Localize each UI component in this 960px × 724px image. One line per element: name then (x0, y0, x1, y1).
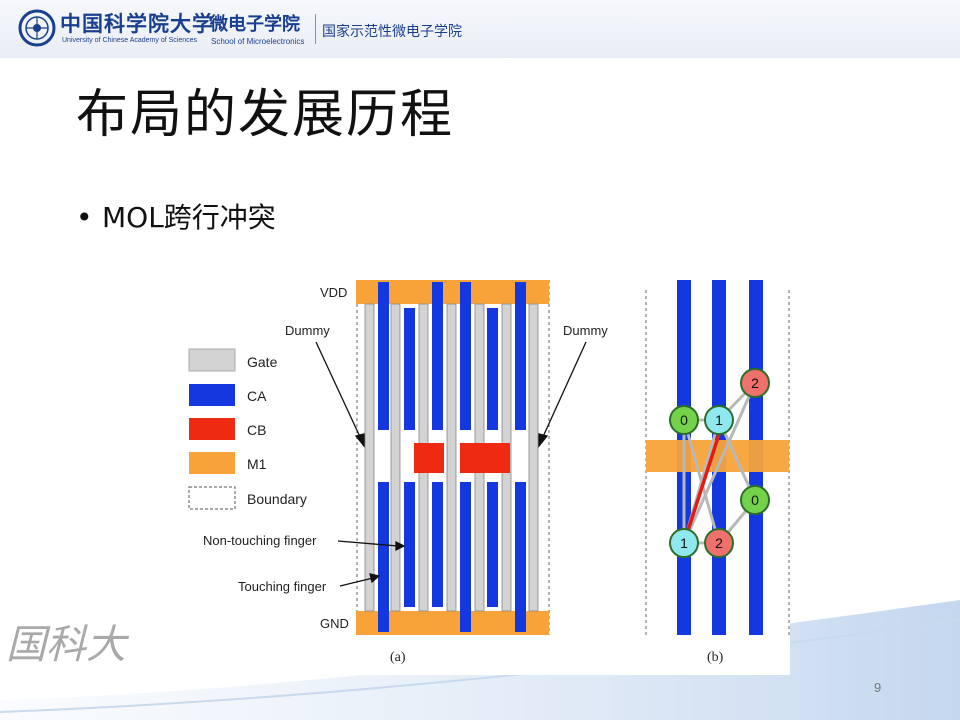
header-banner: 中国科学院大学 University of Chinese Academy of… (0, 0, 960, 58)
cb-contact (414, 443, 444, 473)
watermark-logo: 国科大 (6, 622, 130, 668)
school-name-cn: 微电子学院 (210, 14, 300, 35)
bullet-item: • MOL跨行冲突 (76, 196, 276, 236)
ca-finger (404, 482, 415, 607)
non-touching-finger-label: Non-touching finger (203, 533, 317, 548)
gate-finger (364, 303, 375, 612)
legend-label-m1: M1 (247, 456, 267, 472)
dummy-label-left: Dummy (285, 323, 330, 338)
svg-text:1: 1 (680, 535, 688, 551)
gate-finger (390, 303, 401, 612)
touching-finger-label: Touching finger (238, 579, 327, 594)
dummy-label-right: Dummy (563, 323, 608, 338)
ca-finger (432, 482, 443, 607)
gate-finger (528, 303, 539, 612)
university-name-cn: 中国科学院大学 (60, 11, 214, 36)
legend-label-gate: Gate (247, 354, 278, 370)
graph-node: 1 (704, 405, 734, 435)
legend-swatch-m1 (189, 452, 235, 474)
ca-finger (378, 482, 389, 632)
legend-swatch-ca (189, 384, 235, 406)
header-divider (315, 14, 316, 44)
ca-finger (432, 282, 443, 430)
figure-b: 0 1 2 0 1 2 (b) (645, 280, 790, 665)
ca-finger (487, 308, 498, 430)
header-right-text: 国家示范性微电子学院 (322, 24, 462, 40)
svg-text:0: 0 (680, 412, 688, 428)
ca-finger (460, 282, 471, 430)
ca-finger (378, 282, 389, 430)
vdd-label: VDD (320, 285, 347, 300)
legend-label-cb: CB (247, 422, 266, 438)
bottom-swoosh-decoration (0, 600, 960, 720)
page-number: 9 (874, 680, 882, 695)
graph-node: 2 (740, 368, 770, 398)
graph-node: 0 (669, 405, 699, 435)
graph-node: 1 (669, 528, 699, 558)
legend-label-boundary: Boundary (247, 491, 307, 507)
ca-finger (515, 482, 526, 632)
legend-swatch-cb (189, 418, 235, 440)
annotation-arrows (315, 341, 587, 587)
ca-finger (515, 282, 526, 430)
university-logo-icon (18, 9, 56, 47)
legend-swatch-gate (188, 348, 236, 372)
figure-a: VDD GND Dummy Dummy Non-touching finger … (203, 280, 608, 665)
svg-text:2: 2 (751, 375, 759, 391)
slide-title: 布局的发展历程 (76, 85, 455, 145)
university-name-en: University of Chinese Academy of Science… (62, 37, 198, 44)
cb-contact (460, 443, 510, 473)
ca-finger (487, 482, 498, 607)
caption-b: (b) (707, 650, 724, 665)
gate-finger (446, 303, 457, 612)
gnd-label: GND (320, 616, 349, 631)
caption-a: (a) (390, 650, 406, 665)
svg-text:2: 2 (715, 535, 723, 551)
graph-node: 2 (704, 528, 734, 558)
ca-finger (460, 482, 471, 632)
legend-label-ca: CA (247, 388, 267, 404)
legend: Gate CA CB M1 Boundary (188, 348, 307, 510)
ca-finger (404, 308, 415, 430)
bullet-text: MOL跨行冲突 (102, 201, 276, 234)
bullet-dot-icon: • (76, 201, 93, 234)
svg-text:1: 1 (715, 412, 723, 428)
svg-text:0: 0 (751, 492, 759, 508)
bottom-swoosh-line (0, 619, 960, 713)
school-name-en: School of Microelectronics (211, 37, 305, 46)
graph-node: 0 (740, 485, 770, 515)
legend-swatch-boundary (188, 486, 236, 510)
